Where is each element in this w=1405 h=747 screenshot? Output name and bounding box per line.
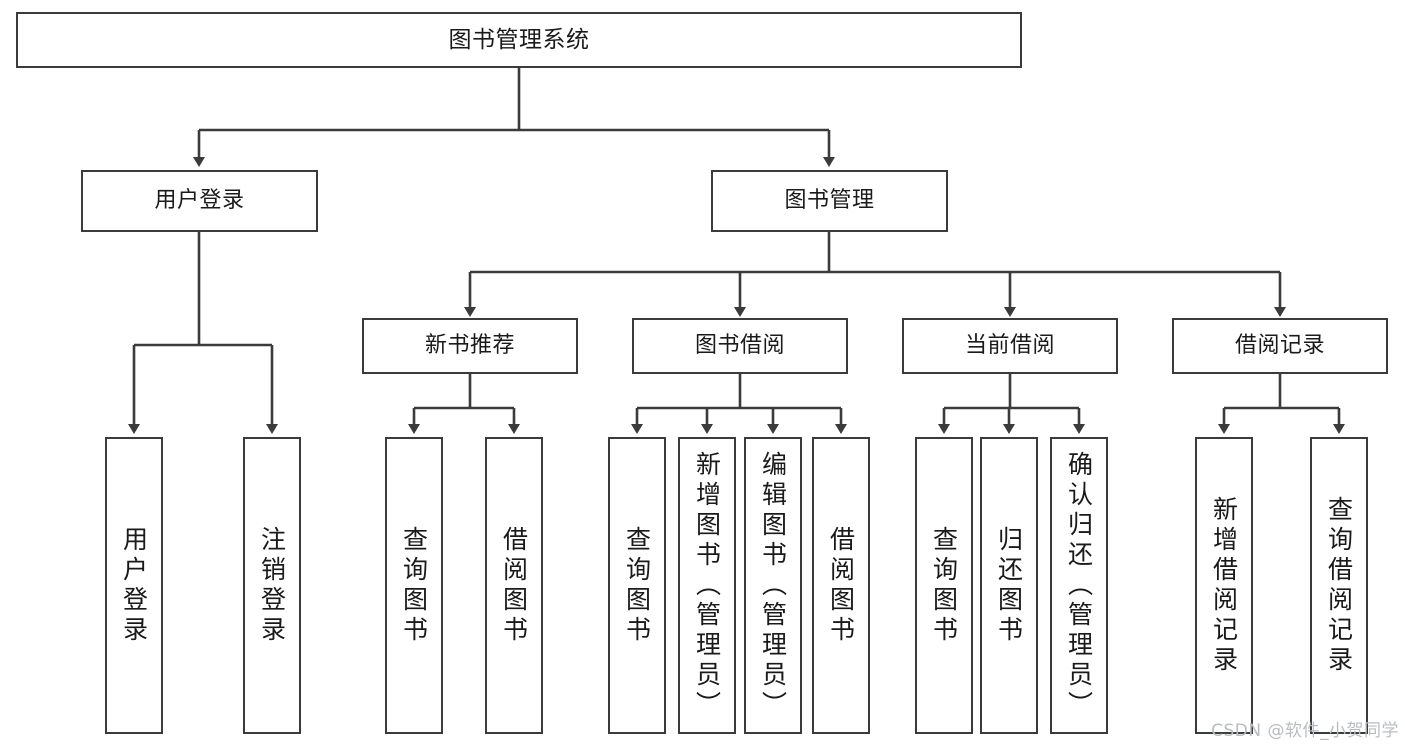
node-label: 借阅图书 [826,525,856,646]
node-label: 借阅图书 [499,525,529,646]
node-new-book-recommend[interactable]: 新书推荐 [362,318,578,374]
node-user-login[interactable]: 用户登录 [81,170,318,232]
leaf-query-book-recommend[interactable]: 查询图书 [385,437,443,734]
node-label: 用户登录 [154,188,245,214]
node-label: 编辑图书（管理员） [758,450,788,721]
leaf-edit-book-admin[interactable]: 编辑图书（管理员） [744,437,802,734]
leaf-add-borrow-record[interactable]: 新增借阅记录 [1195,437,1253,734]
node-label: 图书借阅 [694,333,785,359]
leaf-query-borrow-record[interactable]: 查询借阅记录 [1310,437,1368,734]
leaf-add-book-admin[interactable]: 新增图书（管理员） [678,437,736,734]
leaf-return-book[interactable]: 归还图书 [980,437,1038,734]
node-label: 用户登录 [119,525,149,646]
leaf-query-book-borrow[interactable]: 查询图书 [608,437,666,734]
node-label: 确认归还（管理员） [1064,450,1094,721]
leaf-borrow-book[interactable]: 借阅图书 [812,437,870,734]
leaf-logout-login[interactable]: 注销登录 [243,437,301,734]
node-book-borrow[interactable]: 图书借阅 [632,318,848,374]
leaf-user-login[interactable]: 用户登录 [105,437,163,734]
node-label: 新书推荐 [424,333,515,359]
leaf-confirm-return-admin[interactable]: 确认归还（管理员） [1050,437,1108,734]
node-label: 查询借阅记录 [1324,495,1354,676]
node-current-borrow[interactable]: 当前借阅 [902,318,1118,374]
node-label: 查询图书 [622,525,652,646]
node-label: 当前借阅 [964,333,1055,359]
node-book-manage[interactable]: 图书管理 [711,170,948,232]
node-borrow-record[interactable]: 借阅记录 [1172,318,1388,374]
node-label: 新增图书（管理员） [692,450,722,721]
leaf-query-book-current[interactable]: 查询图书 [915,437,973,734]
node-label: 归还图书 [994,525,1024,646]
node-label: 注销登录 [257,525,287,646]
node-label: 图书管理系统 [448,26,590,53]
node-root-system[interactable]: 图书管理系统 [16,12,1022,68]
node-label: 查询图书 [929,525,959,646]
node-label: 图书管理 [784,188,875,214]
node-label: 新增借阅记录 [1209,495,1239,676]
node-label: 借阅记录 [1234,333,1325,359]
leaf-borrow-book-recommend[interactable]: 借阅图书 [485,437,543,734]
node-label: 查询图书 [399,525,429,646]
